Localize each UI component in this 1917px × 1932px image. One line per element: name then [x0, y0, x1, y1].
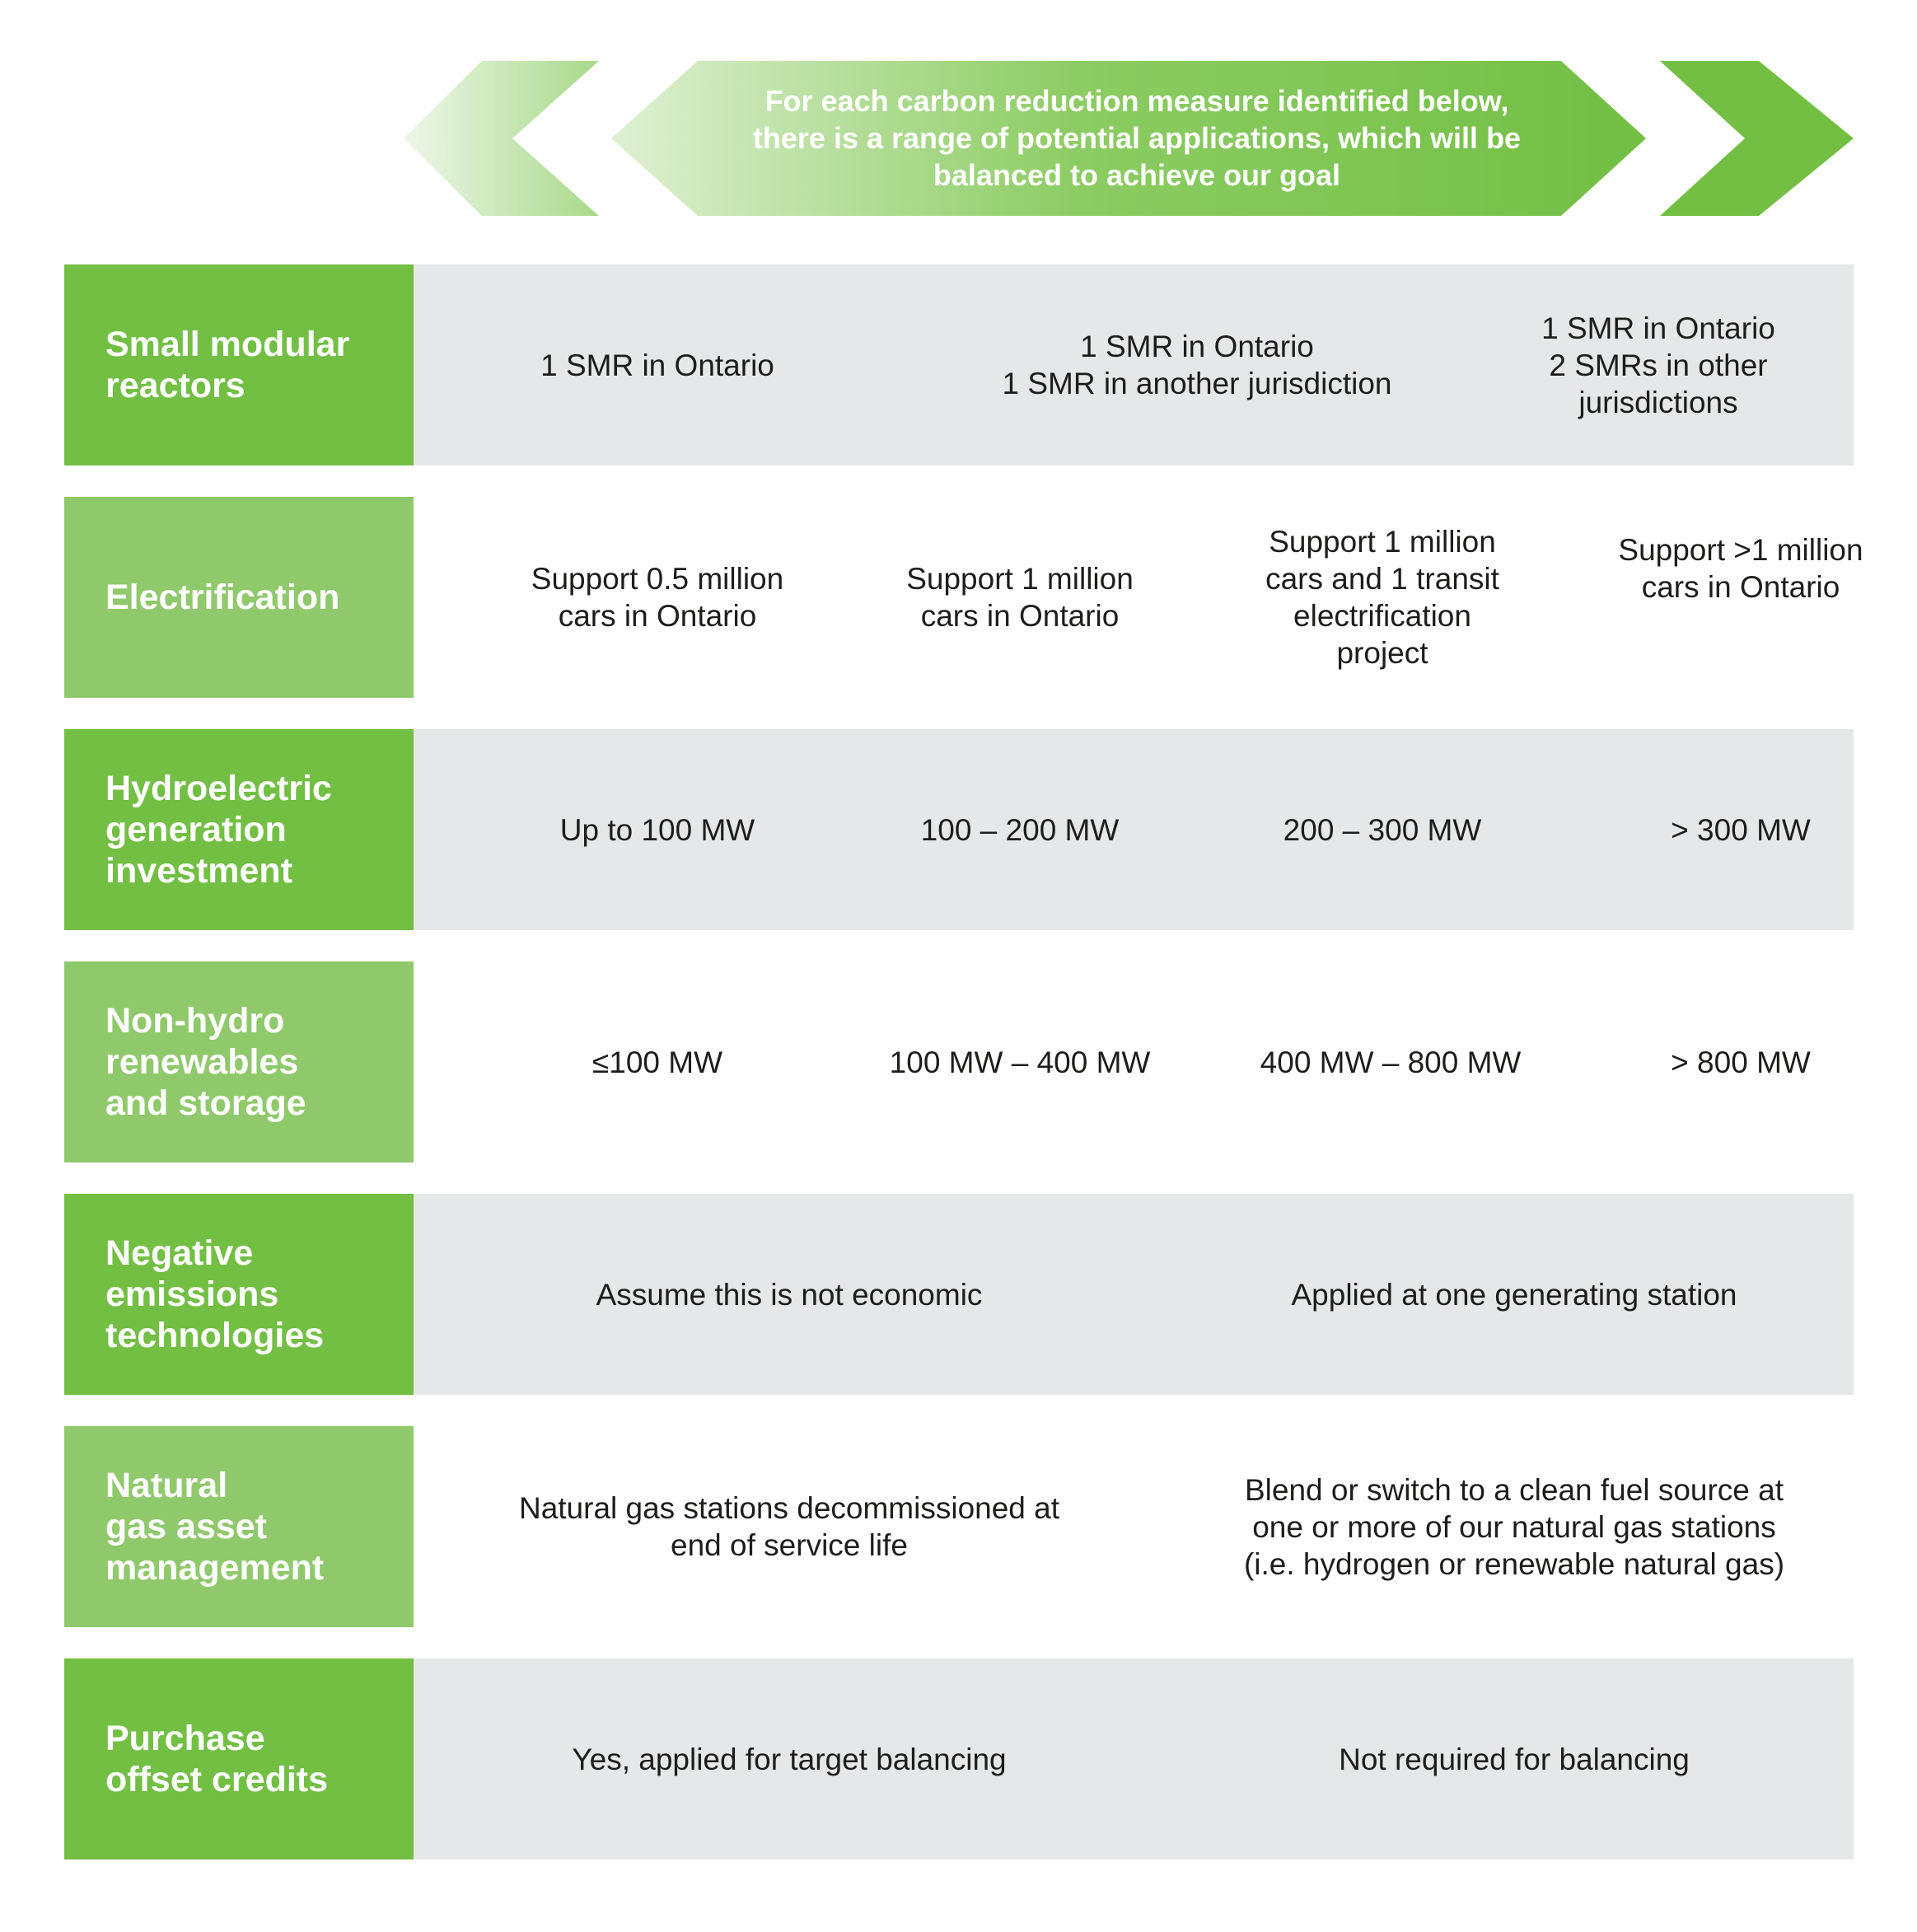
row-negative-emissions: Negative emissions technologies Assume t… — [64, 1194, 1854, 1395]
option-cell: 1 SMR in Ontario — [427, 264, 888, 465]
cell-line: Natural gas stations decommissioned at — [518, 1491, 1060, 1525]
row-hydroelectric: Hydroelectric generation investment Up t… — [64, 729, 1854, 930]
row-label-line: Small modular — [105, 325, 350, 364]
option-cell: 200 – 300 MW — [1201, 729, 1564, 930]
row-label-line: offset credits — [105, 1760, 329, 1799]
row-label-line: investment — [105, 851, 293, 891]
row-label-line: emissions — [105, 1275, 279, 1314]
row-label-line: Purchase — [105, 1719, 265, 1758]
row-label-line: Hydroelectric — [105, 769, 332, 808]
cell-line: (i.e. hydrogen or renewable natural gas) — [1243, 1546, 1785, 1581]
row-label-line: Non-hydro — [105, 1001, 285, 1041]
cell-line: > 300 MW — [1671, 812, 1811, 847]
option-cell: Support 0.5 million cars in Ontario — [427, 497, 888, 698]
row-label: Small modular reactors — [64, 264, 414, 465]
row-electrification: Electrification Support 0.5 million cars… — [64, 497, 1863, 698]
header-arrow-banner — [404, 61, 1854, 216]
row-non-hydro-renewables: Non-hydro renewables and storage ≤100 MW… — [64, 961, 1854, 1162]
option-cell: 400 MW – 800 MW — [1209, 961, 1572, 1162]
option-cell: Not required for balancing — [1152, 1658, 1877, 1859]
cell-line: Support 1 million — [1269, 525, 1496, 559]
option-cell: 1 SMR in Ontario 2 SMRs in other jurisdi… — [1494, 264, 1823, 465]
cell-line: 1 SMR in another jurisdiction — [1002, 367, 1392, 400]
cell-line: Up to 100 MW — [559, 812, 755, 847]
cell-line: electrification — [1293, 599, 1471, 633]
cell-line: Support 1 million — [906, 562, 1134, 596]
row-small-modular-reactors: Small modular reactors 1 SMR in Ontario … — [64, 264, 1854, 465]
option-cell: > 800 MW — [1559, 961, 1917, 1162]
center-arrow-shape — [611, 61, 1646, 216]
row-label-line: renewables — [105, 1042, 299, 1082]
cell-line: cars and 1 transit — [1265, 562, 1499, 596]
row-label-line: gas asset — [105, 1507, 268, 1546]
header-line: For each carbon reduction measure identi… — [764, 84, 1509, 118]
option-cell: Blend or switch to a clean fuel source a… — [1152, 1426, 1877, 1627]
row-label: Purchase offset credits — [64, 1658, 414, 1859]
cell-line: cars in Ontario — [920, 599, 1120, 633]
cell-line: jurisdictions — [1578, 385, 1738, 419]
row-label-line: generation — [105, 810, 287, 849]
cell-line: Applied at one generating station — [1291, 1277, 1737, 1312]
option-cell: Natural gas stations decommissioned at e… — [427, 1426, 1152, 1627]
row-label-line: management — [105, 1548, 325, 1588]
row-label: Negative emissions technologies — [64, 1194, 414, 1395]
row-offset-credits: Purchase offset credits Yes, applied for… — [64, 1658, 1854, 1859]
row-label-line: and storage — [105, 1083, 306, 1123]
cell-line: one or more of our natural gas stations — [1252, 1509, 1776, 1544]
cell-line: > 800 MW — [1671, 1045, 1811, 1079]
option-cell: Up to 100 MW — [427, 729, 888, 930]
option-cell: Assume this is not economic — [427, 1194, 1152, 1395]
option-cell: Support 1 million cars and 1 transit ele… — [1201, 497, 1564, 698]
cell-line: 1 SMR in Ontario — [540, 348, 774, 382]
row-natural-gas: Natural gas asset management Natural gas… — [64, 1426, 1854, 1627]
row-label: Hydroelectric generation investment — [64, 729, 414, 930]
header-line: balanced to achieve our goal — [933, 158, 1341, 192]
cell-line: cars in Ontario — [558, 599, 757, 633]
cell-line: end of service life — [671, 1528, 908, 1562]
row-label: Natural gas asset management — [64, 1426, 414, 1627]
cell-line: 200 – 300 MW — [1283, 812, 1482, 847]
row-label: Electrification — [64, 497, 414, 698]
row-label-line: reactors — [105, 366, 245, 405]
row-label-line: Natural — [105, 1466, 228, 1505]
cell-line: Not required for balancing — [1339, 1742, 1690, 1776]
cell-line: project — [1336, 636, 1428, 670]
cell-line: ≤100 MW — [591, 1045, 723, 1079]
option-cell: 1 SMR in Ontario 1 SMR in another jurisd… — [888, 264, 1506, 465]
cell-line: Assume this is not economic — [596, 1277, 983, 1312]
option-cell: > 300 MW — [1559, 729, 1917, 930]
option-cell: 100 – 200 MW — [839, 729, 1201, 930]
option-cell: Support >1 million cars in Ontario — [1559, 497, 1917, 640]
option-cell: ≤100 MW — [427, 961, 888, 1162]
option-cell: 100 MW – 400 MW — [839, 961, 1201, 1162]
header-line: there is a range of potential applicatio… — [752, 121, 1522, 155]
cell-line: 1 SMR in Ontario — [1080, 330, 1314, 363]
cell-line: 400 MW – 800 MW — [1260, 1045, 1522, 1079]
right-chevron-icon — [1660, 61, 1854, 216]
row-label-line: Negative — [105, 1233, 254, 1273]
cell-line: 100 MW – 400 MW — [889, 1045, 1151, 1079]
cell-line: Support 0.5 million — [531, 562, 784, 596]
row-label-line: technologies — [105, 1316, 325, 1355]
cell-line: Yes, applied for target balancing — [572, 1742, 1007, 1776]
option-cell: Yes, applied for target balancing — [427, 1658, 1152, 1859]
row-label: Non-hydro renewables and storage — [64, 961, 414, 1162]
cell-line: 1 SMR in Ontario — [1541, 311, 1775, 345]
header-caption: For each carbon reduction measure identi… — [659, 82, 1615, 194]
cell-line: Support >1 million — [1618, 533, 1863, 567]
cell-line: Blend or switch to a clean fuel source a… — [1244, 1472, 1784, 1507]
row-label-line: Electrification — [105, 578, 340, 617]
cell-line: cars in Ontario — [1641, 570, 1840, 604]
left-chevron-icon — [404, 61, 599, 216]
option-cell: Support 1 million cars in Ontario — [839, 497, 1201, 698]
option-cell: Applied at one generating station — [1152, 1194, 1877, 1395]
cell-line: 2 SMRs in other — [1549, 348, 1768, 382]
cell-line: 100 – 200 MW — [920, 812, 1120, 847]
